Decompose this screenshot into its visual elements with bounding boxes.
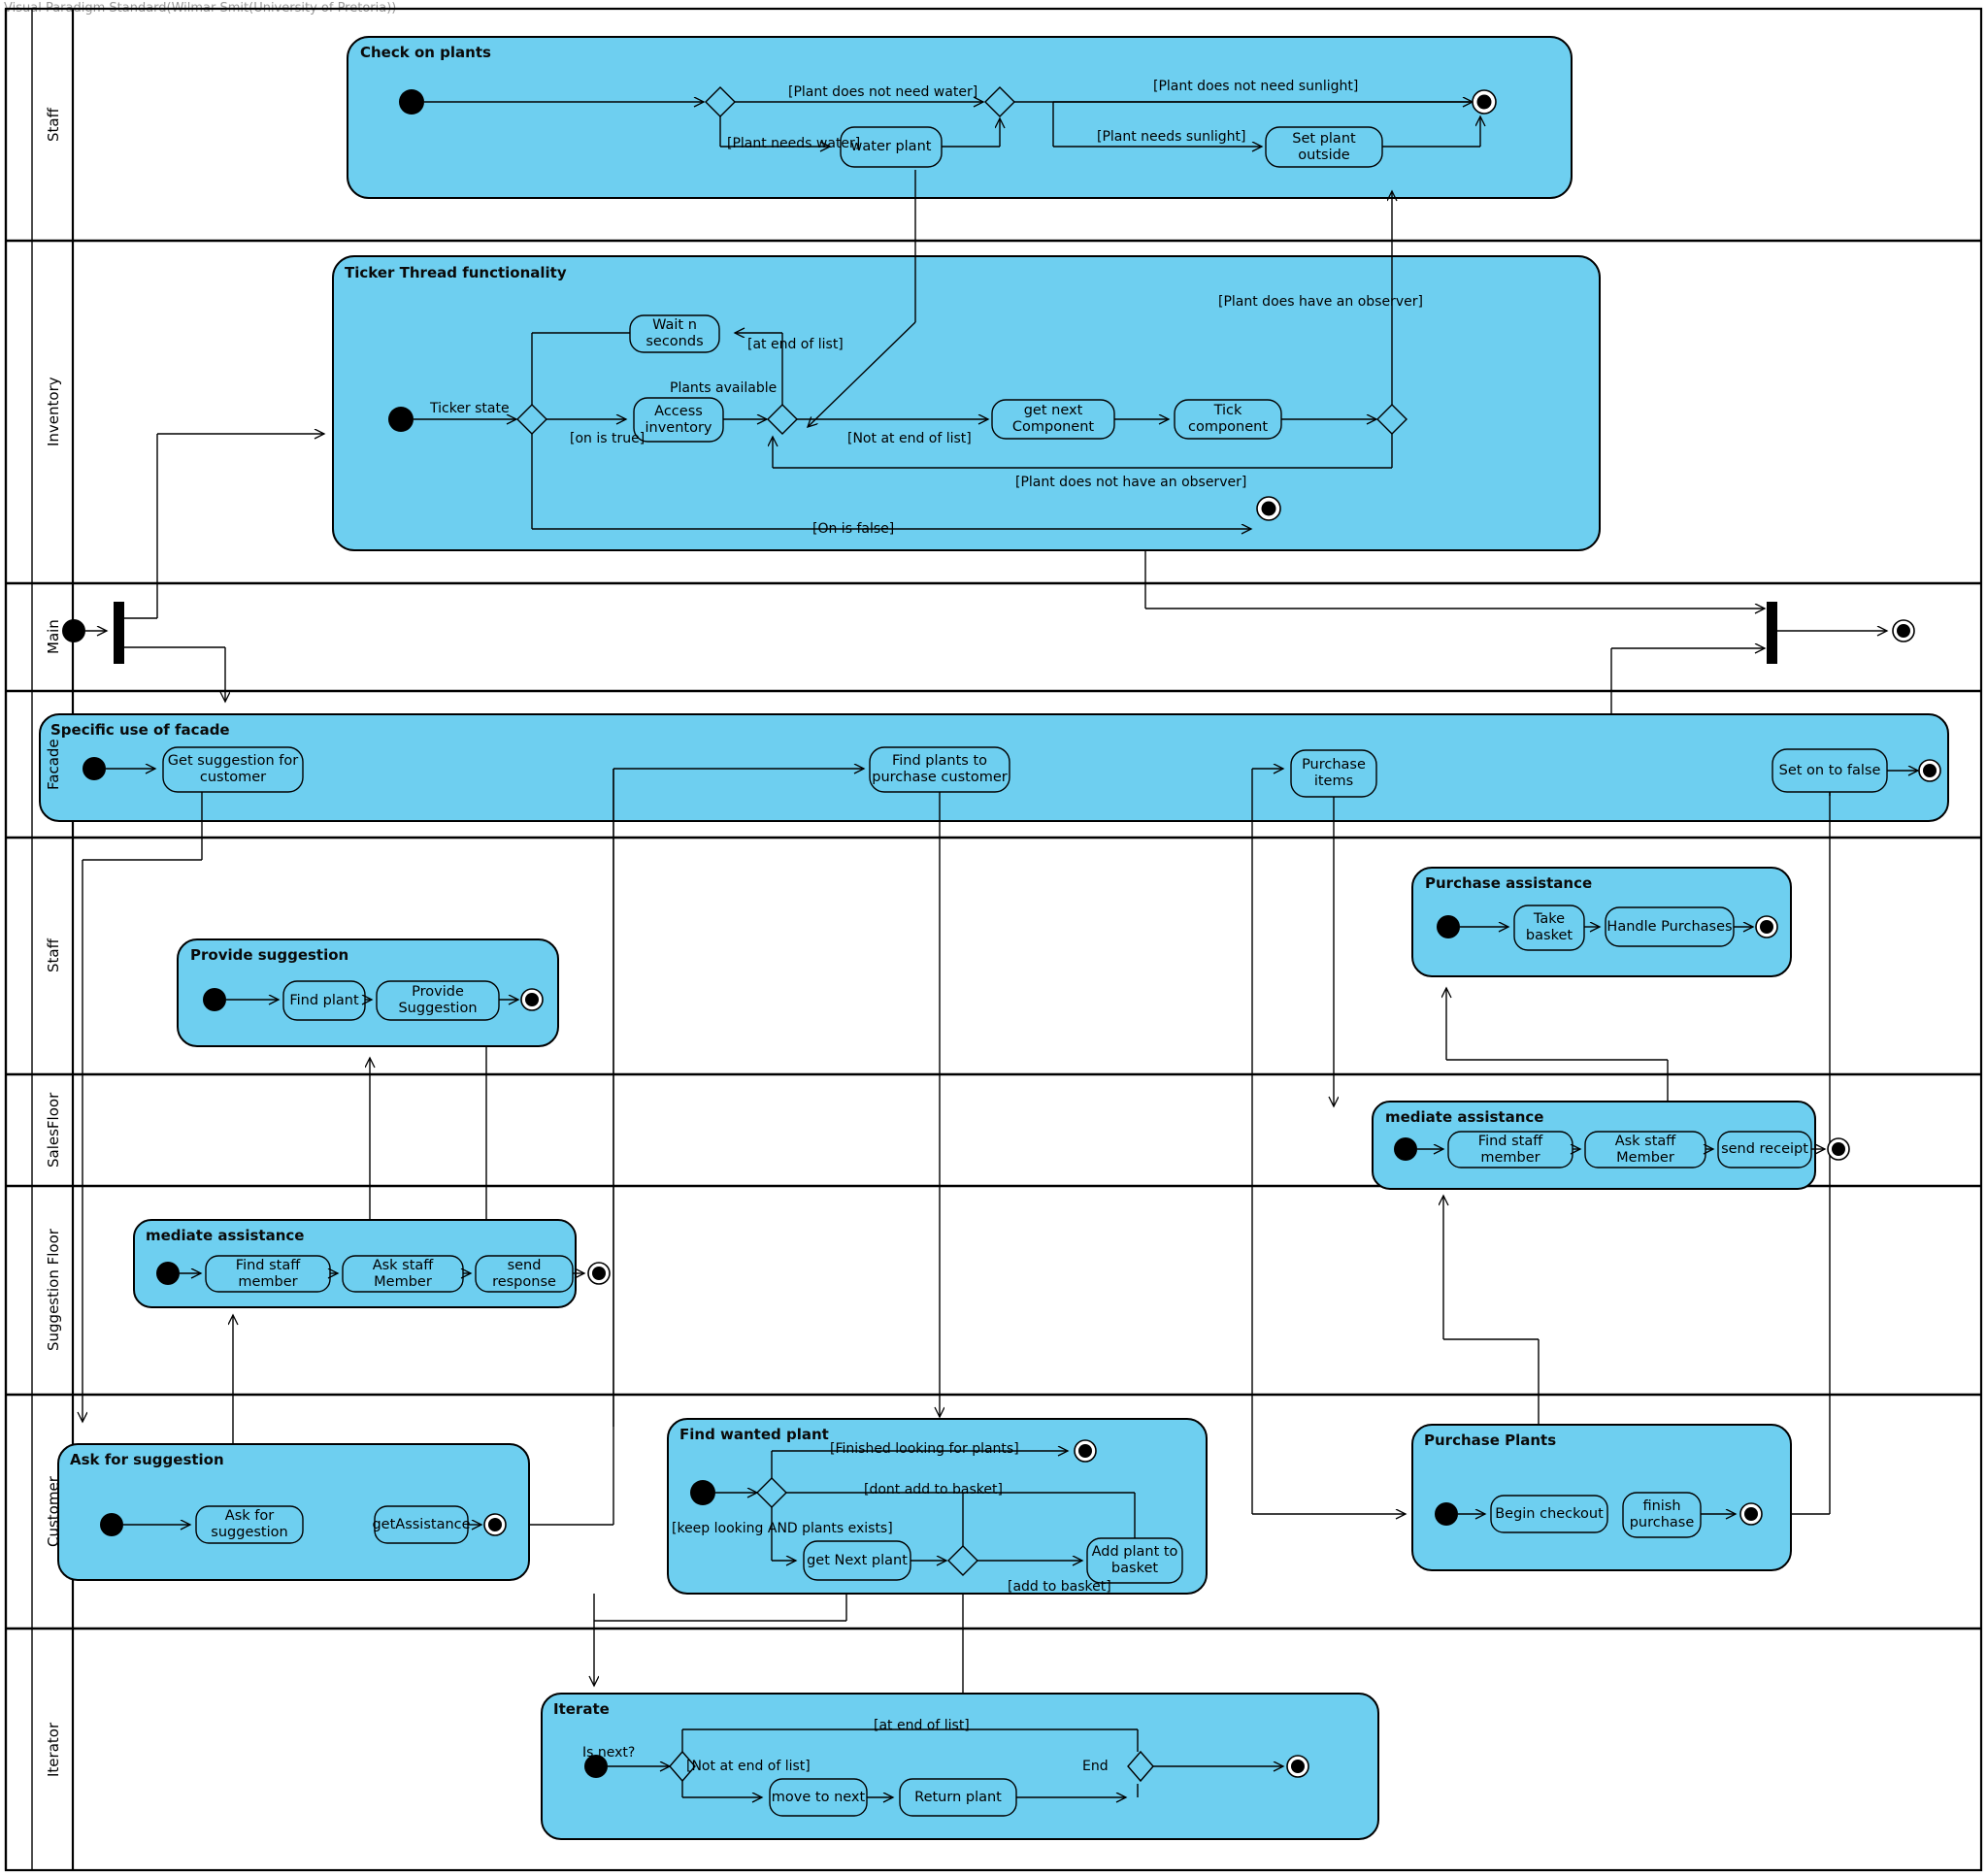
edge-label-plant-needs-sunlight: [Plant needs sunlight] <box>1097 129 1246 145</box>
activity-return-plant[interactable]: Return plant <box>914 1789 1002 1805</box>
activity-sg-ask-staff-member[interactable]: Ask staff Member <box>372 1257 434 1290</box>
activity-set-plant-outside[interactable]: Set plant outside <box>1292 130 1356 163</box>
frame-check-on-plants <box>347 36 1573 199</box>
frame-purchase-assistance <box>1411 867 1792 977</box>
activity-water-plant[interactable]: water plant <box>850 139 932 155</box>
swimlane-label-suggestion-floor: Suggestion Floor <box>45 1229 62 1352</box>
activity-finish-purchase[interactable]: finish purchase <box>1629 1498 1695 1530</box>
activity-sg-find-staff-member[interactable]: Find staff member <box>235 1257 301 1290</box>
diagram-border <box>4 7 1983 1872</box>
activity-wait-n-seconds[interactable]: Wait n seconds <box>646 317 704 349</box>
activity-ask-for-suggestion[interactable]: Ask for suggestion <box>211 1508 288 1540</box>
activity-handle-purchases[interactable]: Handle Purchases <box>1606 918 1733 935</box>
edge-label-dont-add-to-basket: [dont add to basket] <box>864 1482 1003 1498</box>
mediate-suggestion-flow <box>156 1255 611 1510</box>
frame-title-iterate: Iterate <box>553 1700 610 1718</box>
frame-title-mediate-salesfloor: mediate assistance <box>1385 1108 1544 1126</box>
edge-label-plant-does-not-need-sunlight: [Plant does not need sunlight] <box>1153 79 1359 94</box>
edge-label-finished-looking-for-plants: [Finished looking for plants] <box>830 1441 1019 1457</box>
frame-title-purchase-assistance: Purchase assistance <box>1425 874 1593 892</box>
purchase-plants-flow <box>1252 1492 1830 1538</box>
frame-title-find-wanted-plant: Find wanted plant <box>679 1426 829 1443</box>
edge-label-plant-does-not-need-water: [Plant does not need water] <box>788 84 978 100</box>
edge-label-add-to-basket: [add to basket] <box>1008 1579 1111 1595</box>
activity-tick-component[interactable]: Tick component <box>1187 403 1269 435</box>
purchase-assistance-flow <box>1437 905 1778 1137</box>
provide-suggestion-flow <box>203 980 544 1250</box>
activity-sf-find-staff-member[interactable]: Find staff member <box>1477 1133 1543 1166</box>
activity-get-next-plant[interactable]: get Next plant <box>807 1552 908 1568</box>
frame-find-wanted-plant <box>667 1418 1208 1595</box>
edge-label-on-is-true: [on is true] <box>570 431 646 446</box>
edge-label-on-is-false: [On is false] <box>812 521 895 537</box>
activity-move-to-next[interactable]: move to next <box>771 1789 866 1805</box>
mediate-salesfloor-flow <box>1394 1131 1850 1514</box>
edge-label-plants-available: Plants available <box>670 380 778 396</box>
swimlane-label-staff-2: Staff <box>45 938 62 973</box>
edge-label-is-next: Is next? <box>582 1745 636 1761</box>
edge-label-plant-does-not-have-observer: [Plant does not have an observer] <box>1015 475 1247 490</box>
activity-get-assistance[interactable]: getAssistance <box>372 1516 471 1532</box>
swimlane-label-main: Main <box>45 619 62 655</box>
iterate-flow <box>584 1594 1309 1817</box>
check-on-plants-flow <box>399 86 1497 168</box>
ticker-thread-flow <box>388 170 1407 529</box>
ask-for-suggestion-flow <box>100 769 614 1544</box>
swimlane-label-facade: Facade <box>45 739 62 790</box>
activity-begin-checkout[interactable]: Begin checkout <box>1495 1505 1604 1522</box>
frame-title-purchase-plants: Purchase Plants <box>1424 1432 1557 1449</box>
edge-label-not-at-end-of-list-2: [Not at end of list] <box>686 1759 811 1774</box>
activity-set-on-to-false[interactable]: Set on to false <box>1778 762 1881 778</box>
activity-sf-send-receipt[interactable]: send receipt <box>1721 1141 1808 1158</box>
activity-provide-suggestion[interactable]: Provide Suggestion <box>398 984 478 1016</box>
activity-sf-ask-staff-member[interactable]: Ask staff Member <box>1614 1133 1676 1166</box>
find-wanted-plant-flow <box>593 1439 1183 1689</box>
frame-title-provide-suggestion: Provide suggestion <box>190 946 349 964</box>
main-lane-flow <box>62 434 1915 738</box>
activity-access-inventory[interactable]: Access inventory <box>645 403 712 436</box>
activity-get-next-component[interactable]: get next Component <box>1011 403 1095 435</box>
swimlane-label-iterator: Iterator <box>45 1722 62 1777</box>
edge-label-not-at-end-of-list-1: [Not at end of list] <box>847 431 972 446</box>
frame-title-ticker-thread: Ticker Thread functionality <box>345 264 567 281</box>
swimlane-dividers <box>6 239 1981 1630</box>
edge-label-plant-does-have-observer: [Plant does have an observer] <box>1218 294 1423 310</box>
activity-get-suggestion-for-customer[interactable]: Get suggestion for customer <box>167 753 299 785</box>
swimlane-label-customer: Customer <box>45 1476 62 1547</box>
edge-label-keep-looking: [keep looking AND plants exists] <box>672 1521 893 1536</box>
edge-label-at-end-of-list-2: [at end of list] <box>874 1718 970 1733</box>
edge-label-at-end-of-list-1: [at end of list] <box>747 337 844 352</box>
swimlane-label-salesfloor: SalesFloor <box>45 1092 62 1168</box>
edge-label-end: End <box>1082 1759 1109 1774</box>
activity-purchase-items[interactable]: Purchase items <box>1302 757 1366 789</box>
swimlane-label-staff: Staff <box>45 108 62 142</box>
frame-title-ask-for-suggestion: Ask for suggestion <box>70 1451 224 1468</box>
activity-add-plant-to-basket[interactable]: Add plant to basket <box>1091 1544 1178 1576</box>
frame-title-mediate-suggestion: mediate assistance <box>146 1227 305 1244</box>
frame-title-check-on-plants: Check on plants <box>360 44 491 61</box>
edge-label-ticker-state: Ticker state <box>430 401 510 416</box>
frame-title-specific-facade: Specific use of facade <box>50 721 230 739</box>
activity-take-basket[interactable]: Take basket <box>1525 911 1573 943</box>
activity-find-plant[interactable]: Find plant <box>289 992 359 1008</box>
activity-sg-send-response[interactable]: send response <box>492 1257 556 1290</box>
swimlane-label-inventory: Inventory <box>45 377 62 447</box>
edge-label-plant-needs-water: [Plant needs water] <box>727 136 861 151</box>
activity-find-plants-to-purchase[interactable]: Find plants to purchase customer <box>872 753 1008 785</box>
